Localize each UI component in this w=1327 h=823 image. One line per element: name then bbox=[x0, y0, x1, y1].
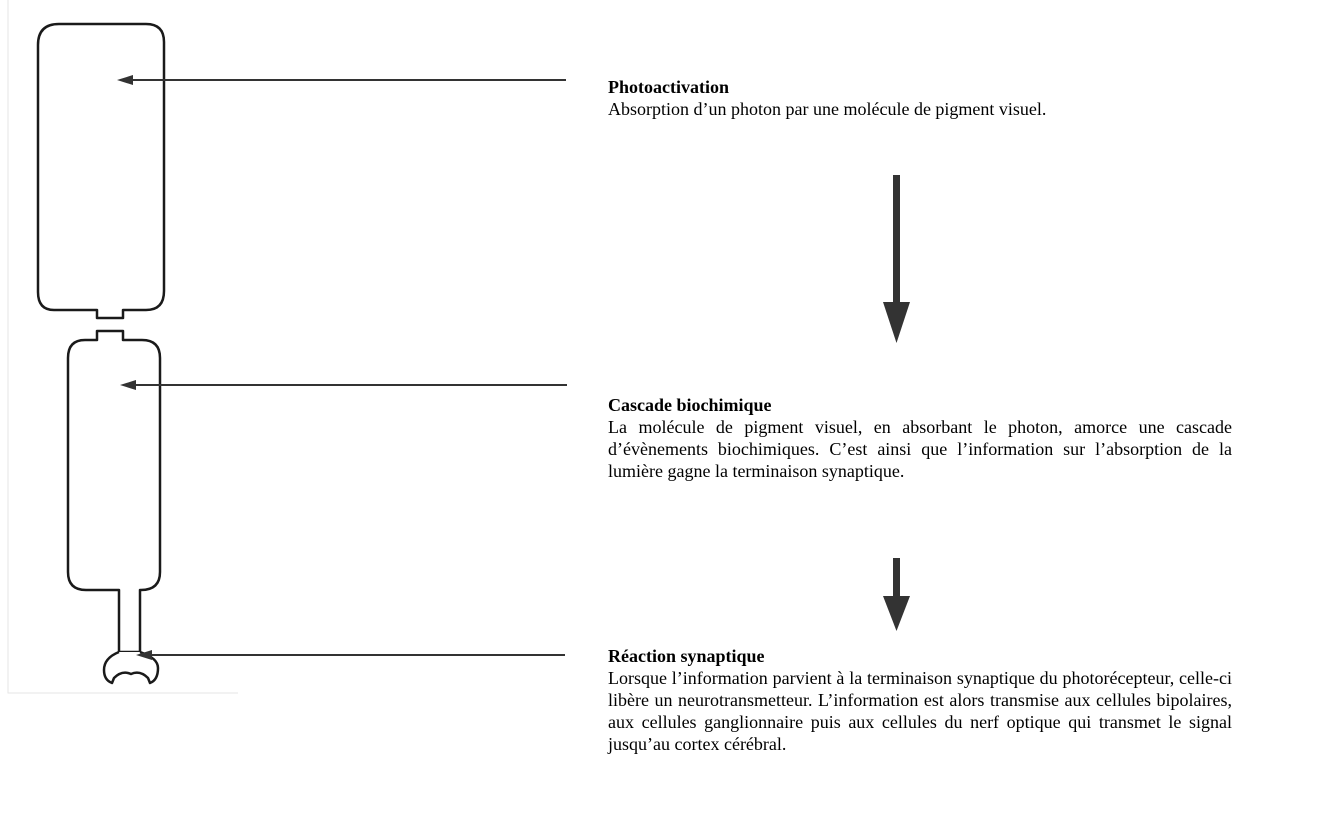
step-title-synaptic: Réaction synaptique bbox=[608, 646, 765, 666]
flow-arrow-down-2 bbox=[883, 558, 910, 631]
step-text-cascade: La molécule de pigment visuel, en absorb… bbox=[608, 417, 1232, 481]
step-text-synaptic: Lorsque l’information parvient à la term… bbox=[608, 668, 1232, 754]
photoreceptor-inner-segment bbox=[66, 329, 162, 654]
photoreceptor-synaptic-terminal bbox=[102, 650, 160, 685]
step-photoactivation: Photoactivation Absorption d’un photon p… bbox=[608, 76, 1232, 120]
step-text-photoactivation: Absorption d’un photon par une molécule … bbox=[608, 99, 1047, 119]
step-cascade: Cascade biochimique La molécule de pigme… bbox=[608, 394, 1232, 482]
pointer-photoactivation bbox=[117, 75, 566, 85]
pointer-cascade bbox=[120, 380, 567, 390]
drawing-panel-frame bbox=[7, 0, 238, 694]
photoreceptor-outer-segment bbox=[36, 22, 166, 320]
flow-arrow-down-1 bbox=[883, 175, 910, 343]
step-title-cascade: Cascade biochimique bbox=[608, 395, 772, 415]
step-title-photoactivation: Photoactivation bbox=[608, 77, 729, 97]
step-synaptic: Réaction synaptique Lorsque l’informatio… bbox=[608, 645, 1232, 755]
pointer-synaptic bbox=[136, 650, 565, 660]
